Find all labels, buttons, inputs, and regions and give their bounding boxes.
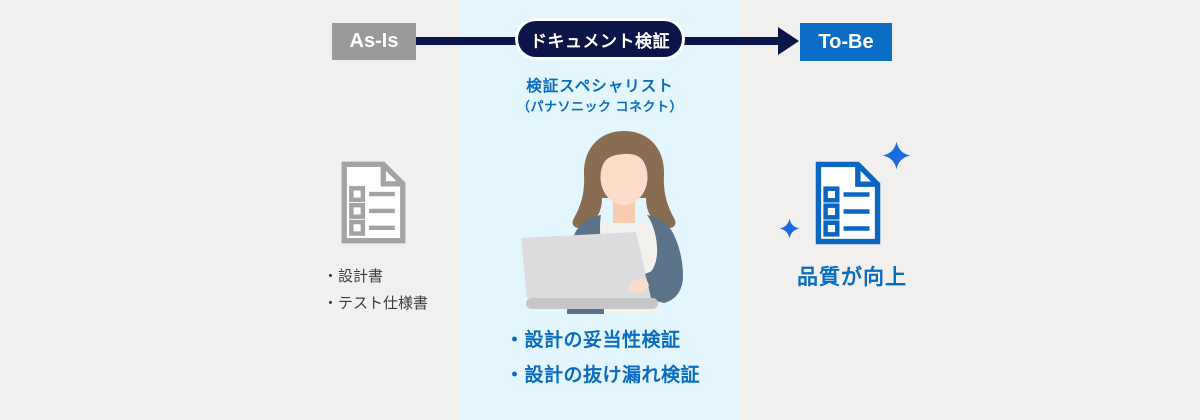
woman-at-laptop-illustration	[521, 131, 683, 314]
as-is-item-list: ・設計書 ・テスト仕様書	[323, 263, 428, 317]
sparkle-large-icon	[882, 141, 911, 170]
list-item: ・設計の抜け漏れ検証	[505, 365, 701, 386]
list-item: ・テスト仕様書	[323, 295, 429, 312]
as-is-box: As-Is	[332, 23, 416, 60]
document-checklist-icon	[341, 161, 406, 244]
specialist-title: 検証スペシャリスト	[526, 78, 674, 95]
list-item: ・設計の妥当性検証	[505, 330, 681, 351]
sparkle-small-icon	[779, 218, 800, 239]
flow-arrow-head-icon	[778, 27, 799, 55]
to-be-box: To-Be	[800, 23, 892, 61]
quality-result-label: 品質が向上	[797, 266, 907, 289]
verification-item-list: ・設計の妥当性検証 ・設計の抜け漏れ検証	[505, 323, 700, 393]
document-checklist-icon	[815, 161, 881, 245]
specialist-subtitle: （パナソニック コネクト）	[516, 99, 684, 114]
list-item: ・設計書	[323, 268, 384, 285]
process-pill: ドキュメント検証	[515, 18, 685, 60]
